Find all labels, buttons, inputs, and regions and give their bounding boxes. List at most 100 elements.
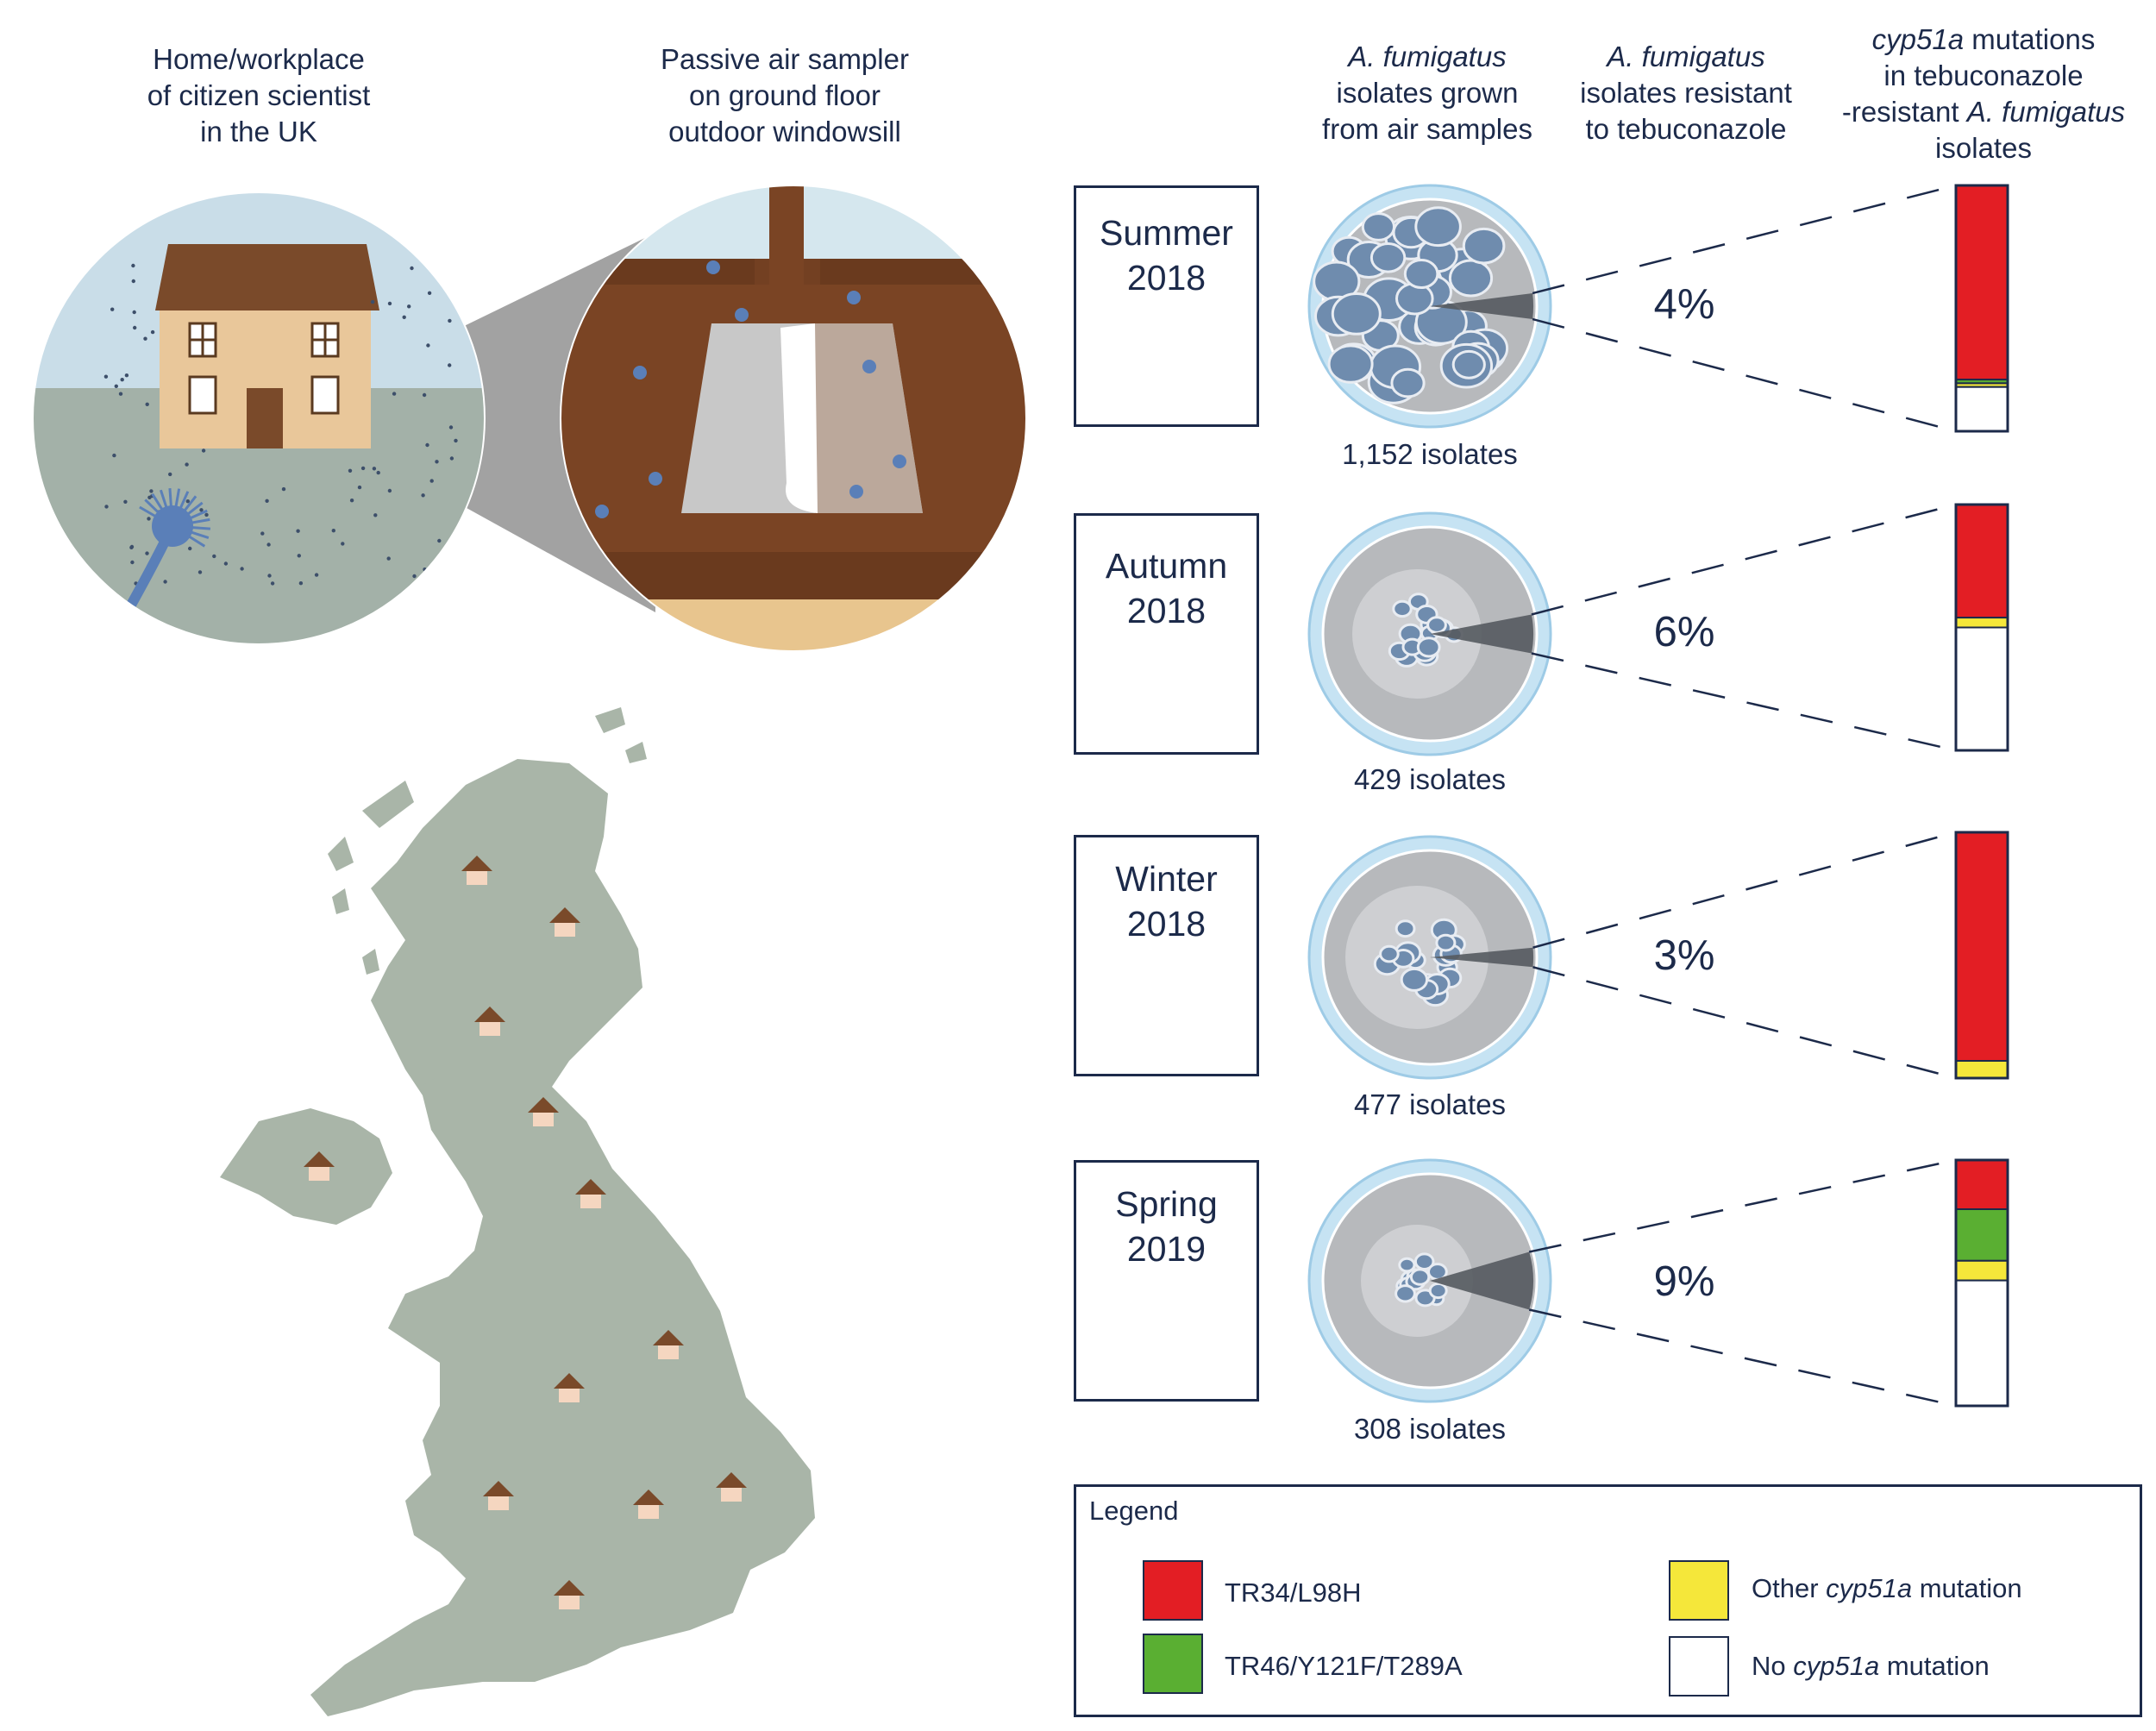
spore-dot (103, 374, 109, 379)
gene-name: cyp51a (1793, 1651, 1880, 1681)
uk-map (220, 707, 815, 1716)
house-icon-wall (658, 1345, 679, 1359)
spore-dot (372, 467, 377, 471)
season-year: 2018 (1126, 258, 1206, 298)
colony (1426, 616, 1447, 634)
header-mutations: cyp51a mutations in tebuconazole -resist… (1811, 22, 2156, 166)
colony (1398, 1257, 1416, 1273)
colony (1448, 259, 1494, 298)
spore-dot (150, 329, 155, 335)
colony (1462, 227, 1506, 265)
house-icon (716, 1472, 747, 1502)
house-icon-roof (716, 1472, 747, 1488)
species-name: A. fumigatus (1966, 96, 2126, 128)
colony (1435, 933, 1457, 952)
spore-dot (212, 554, 216, 559)
conidium-chain (190, 530, 210, 540)
spore-dot (147, 517, 151, 521)
dashed-connectors (1528, 184, 1957, 1408)
resistant-wedge (1430, 1251, 1533, 1310)
colony (1392, 599, 1413, 618)
colony (1409, 1268, 1431, 1286)
legend-text-part: No (1752, 1651, 1794, 1681)
resistant-wedge (1430, 293, 1534, 319)
spore-dot (204, 512, 209, 517)
house-icon-roof (528, 1097, 559, 1113)
header-line: cyp51a mutations (1811, 22, 2156, 58)
spore-dot (427, 291, 432, 295)
house-icon-roof (653, 1330, 684, 1345)
spore-dot (118, 392, 123, 396)
petri-dishes (1307, 184, 1552, 1403)
spore-dot (376, 470, 380, 475)
caption-home-line: of citizen scientist (147, 79, 371, 111)
aspergillus-icon (124, 488, 210, 613)
spore-dot (297, 554, 301, 558)
bar-segment (1955, 386, 2009, 433)
resistant-percent: 9% (1653, 1258, 1715, 1305)
legend-title: Legend (1089, 1496, 1179, 1526)
conidium-chain (186, 501, 204, 516)
spore-dot (143, 336, 147, 341)
house-icon (554, 1373, 585, 1402)
spore-dot (130, 560, 135, 565)
legend-text-part: Other (1752, 1573, 1827, 1603)
spore-dot (314, 573, 319, 577)
caption-sampler-line: on ground floor (689, 79, 881, 111)
spore-dot (410, 266, 414, 271)
spore-dot (296, 529, 300, 533)
stacked-bars (1954, 184, 2009, 1408)
spore-dot (448, 363, 452, 367)
header-line: -resistant A. fumigatus (1811, 94, 2156, 130)
spore-dot (131, 279, 135, 284)
house-icon-wall (488, 1496, 509, 1510)
spore-dot (199, 508, 204, 512)
spore-dot (448, 318, 452, 323)
gene-name: cyp51a (1871, 23, 1965, 55)
house-icon-wall (638, 1505, 659, 1519)
colony (1428, 1282, 1448, 1300)
house-icon (549, 907, 580, 937)
conidium-chain (191, 526, 210, 530)
spore-dot (188, 546, 192, 551)
bar-segment (1955, 831, 2009, 1063)
bar-segment (1955, 504, 2009, 619)
resistant-wedge (1430, 614, 1534, 654)
caption-sampler-line: outdoor windowsill (668, 116, 901, 147)
spore-dot (260, 531, 265, 536)
isolate-count: 1,152 isolates (1342, 438, 1518, 470)
spore-dot (120, 378, 124, 382)
resistant-wedge (1430, 947, 1534, 968)
connector-line (1528, 1308, 1957, 1408)
colony (1390, 367, 1426, 398)
spore-dot (114, 384, 118, 388)
house-icon-wall (555, 923, 575, 937)
colony (1414, 206, 1462, 248)
connector-line (1532, 831, 1957, 949)
spore-dot (331, 529, 335, 533)
house-icon-roof (461, 856, 492, 871)
house-icon (575, 1179, 606, 1208)
petri-dish (1307, 184, 1552, 429)
bar-segment (1955, 1208, 2009, 1262)
colony (1327, 344, 1374, 384)
spore-dot (265, 499, 269, 503)
header-species: A. fumigatus (1607, 41, 1765, 72)
bar-segment (1955, 1060, 2009, 1079)
header-line: from air samples (1322, 113, 1532, 145)
colony (1451, 349, 1486, 379)
conidium-chain (179, 491, 190, 510)
connector-line (1532, 317, 1957, 433)
spore-dot (145, 402, 149, 406)
colony (1331, 292, 1382, 336)
conidium-chain (144, 499, 160, 514)
house-icon-roof (554, 1580, 585, 1596)
conidium-chain (174, 488, 181, 508)
conidium-chain (183, 495, 197, 512)
spore-dot (149, 489, 154, 493)
spore-dot (341, 542, 345, 546)
spore-dot (429, 479, 434, 483)
